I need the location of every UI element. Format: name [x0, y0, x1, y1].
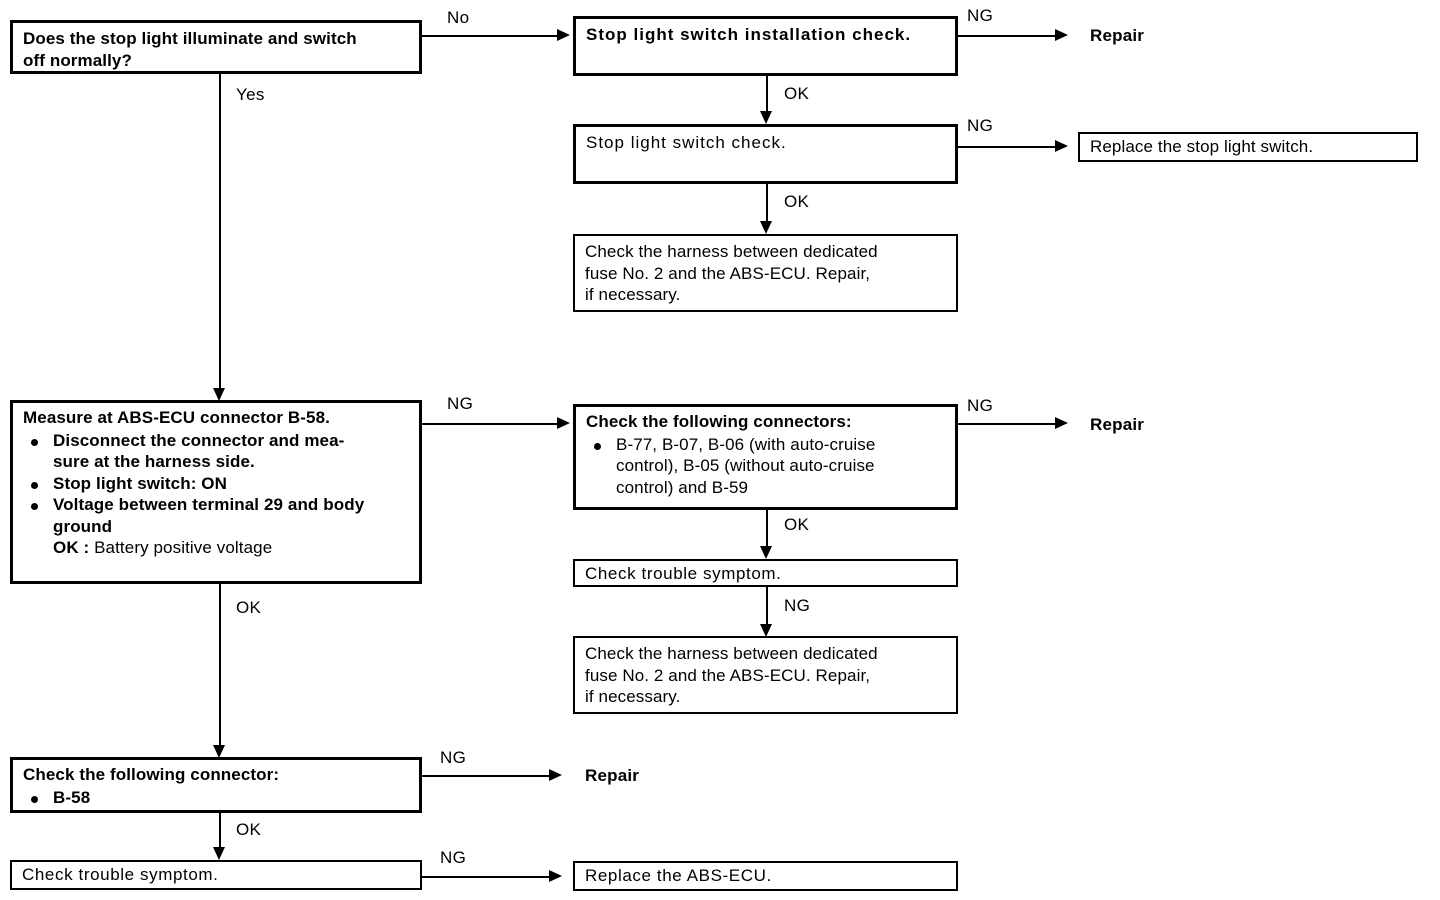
edge-ok2-arrowhead: [760, 221, 772, 234]
edge-yes-line: [219, 74, 221, 394]
edge-ng3-line: [422, 423, 560, 425]
terminal-repair-top: Repair: [1090, 26, 1145, 45]
edge-ng2-arrowhead: [1055, 140, 1068, 152]
harness-upper-line-1: Check the harness between dedicated: [585, 242, 878, 261]
node-stop-light-switch-check: Stop light switch check.: [573, 124, 958, 184]
connector-b58-bullet: B-58: [23, 787, 411, 809]
switch-check-text: Stop light switch check.: [586, 133, 787, 152]
edge-label-ng-2: NG: [967, 116, 994, 135]
measure-bullet-3: Voltage between terminal 29 and body gro…: [23, 494, 411, 537]
edge-label-ng-7: NG: [440, 848, 467, 867]
node-stop-light-switch-installation-check: Stop light switch installation check.: [573, 16, 958, 76]
connector-b58-header: Check the following connector:: [23, 765, 280, 784]
connectors-bullet-1: B-77, B-07, B-06 (with auto-cruise contr…: [586, 434, 947, 499]
edge-ng6-arrowhead: [549, 769, 562, 781]
measure-bullet-2: Stop light switch: ON: [23, 473, 411, 495]
edge-label-ng-4: NG: [967, 396, 994, 415]
node-question-stop-light: Does the stop light illuminate and switc…: [10, 20, 422, 74]
edge-ng5-line: [766, 587, 768, 627]
harness-upper-line-2: fuse No. 2 and the ABS-ECU. Repair,: [585, 263, 871, 283]
node-measure-abs-ecu-connector: Measure at ABS-ECU connector B-58. Disco…: [10, 400, 422, 584]
node-check-trouble-symptom-bottom: Check trouble symptom.: [10, 860, 422, 890]
measure-ok-value: Battery positive voltage: [89, 538, 273, 558]
measure-bullet-3-line-1: Voltage between terminal 29 and body: [53, 495, 365, 515]
connectors-line-1: B-77, B-07, B-06 (with auto-cruise: [616, 434, 876, 454]
harness-lower-line-1: Check the harness between dedicated: [585, 644, 878, 663]
edge-ok5-line: [219, 813, 221, 849]
edge-ng1-arrowhead: [1055, 29, 1068, 41]
edge-ok1-line: [766, 76, 768, 116]
measure-ok-criterion: OK : Battery positive voltage: [23, 537, 411, 559]
node-check-following-connectors: Check the following connectors: B-77, B-…: [573, 404, 958, 510]
edge-ng3-arrowhead: [557, 417, 570, 429]
measure-bullet-1-line-1: Disconnect the connector and mea-: [53, 430, 345, 450]
connector-b58-bullet-list: B-58: [23, 787, 411, 809]
edge-ng6-line: [422, 775, 552, 777]
node-check-following-connector-b58: Check the following connector: B-58: [10, 757, 422, 813]
harness-upper-line-3: if necessary.: [585, 285, 681, 305]
connectors-line-3: control) and B-59: [616, 477, 749, 497]
terminal-repair-middle: Repair: [1090, 415, 1145, 434]
measure-bullet-1-line-2: sure at the harness side.: [53, 452, 255, 472]
edge-label-ng-5: NG: [784, 596, 811, 615]
edge-ok2-line: [766, 184, 768, 226]
edge-ng4-arrowhead: [1055, 417, 1068, 429]
harness-lower-line-2: fuse No. 2 and the ABS-ECU. Repair,: [585, 665, 871, 685]
replace-switch-text: Replace the stop light switch.: [1090, 137, 1314, 156]
edge-ng7-line: [422, 876, 552, 878]
edge-label-ng-1: NG: [967, 6, 994, 25]
measure-bullet-3-line-2: ground: [53, 516, 113, 536]
node-harness-check-lower: Check the harness between dedicated fuse…: [573, 636, 958, 714]
trouble-symptom-bottom-text: Check trouble symptom.: [22, 865, 219, 884]
connectors-header: Check the following connectors:: [586, 412, 852, 431]
edge-label-ok-1: OK: [784, 84, 810, 103]
edge-ok3-arrowhead: [213, 745, 225, 758]
edge-no-arrowhead: [557, 29, 570, 41]
measure-bullet-list: Disconnect the connector and mea- sure a…: [23, 430, 411, 538]
edge-no-line: [422, 35, 560, 37]
edge-ng1-line: [958, 35, 1058, 37]
edge-ok5-arrowhead: [213, 847, 225, 860]
node-replace-abs-ecu: Replace the ABS-ECU.: [573, 861, 958, 891]
edge-ng2-line: [958, 146, 1058, 148]
edge-label-ok-5: OK: [236, 820, 262, 839]
question-line-1: Does the stop light illuminate and switc…: [23, 29, 357, 48]
node-harness-check-upper: Check the harness between dedicated fuse…: [573, 234, 958, 312]
edge-label-no: No: [447, 8, 470, 27]
replace-abs-ecu-text: Replace the ABS-ECU.: [585, 866, 772, 885]
terminal-repair-bottom: Repair: [585, 766, 640, 785]
node-check-trouble-symptom-middle: Check trouble symptom.: [573, 559, 958, 587]
edge-label-ok-2: OK: [784, 192, 810, 211]
edge-yes-arrowhead: [213, 388, 225, 401]
edge-label-ng-6: NG: [440, 748, 467, 767]
connectors-line-2: control), B-05 (without auto-cruise: [616, 456, 875, 476]
installation-check-text: Stop light switch installation check.: [586, 25, 912, 44]
edge-ok3-line: [219, 584, 221, 752]
measure-bullet-1: Disconnect the connector and mea- sure a…: [23, 430, 411, 473]
harness-lower-line-3: if necessary.: [585, 687, 681, 707]
connectors-bullet-list: B-77, B-07, B-06 (with auto-cruise contr…: [586, 434, 947, 499]
edge-ng7-arrowhead: [549, 870, 562, 882]
edge-ng4-line: [958, 423, 1058, 425]
edge-label-ok-4: OK: [784, 515, 810, 534]
question-line-2: off normally?: [23, 50, 132, 70]
edge-ok1-arrowhead: [760, 111, 772, 124]
edge-ok4-line: [766, 510, 768, 548]
measure-header: Measure at ABS-ECU connector B-58.: [23, 408, 330, 427]
edge-label-ng-3: NG: [447, 394, 474, 413]
measure-ok-label: OK :: [53, 538, 90, 558]
edge-ok4-arrowhead: [760, 546, 772, 559]
edge-label-yes: Yes: [236, 85, 265, 104]
edge-label-ok-3: OK: [236, 598, 262, 617]
edge-ng5-arrowhead: [760, 624, 772, 637]
trouble-symptom-middle-text: Check trouble symptom.: [585, 564, 782, 583]
node-replace-stop-light-switch: Replace the stop light switch.: [1078, 132, 1418, 162]
